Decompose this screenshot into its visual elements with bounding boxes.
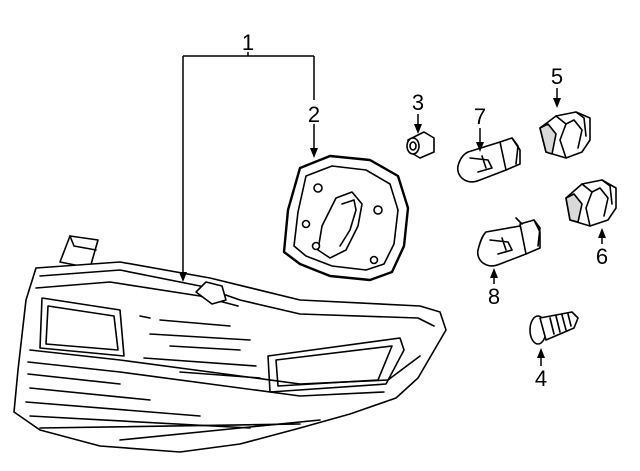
callout-3: 3 (412, 90, 424, 115)
leader-lines (179, 52, 606, 366)
screw (529, 311, 579, 345)
callout-6: 6 (596, 244, 608, 269)
callout-8: 8 (488, 284, 500, 309)
callout-4: 4 (535, 366, 547, 391)
tail-lamp-assembly (13, 235, 447, 453)
callout-2: 2 (308, 102, 320, 127)
bulb-upper (456, 137, 521, 183)
bulb-lower (476, 217, 541, 267)
callout-7: 7 (474, 104, 486, 129)
callout-5: 5 (551, 64, 563, 89)
socket-lower (565, 179, 617, 227)
lamp-gasket (282, 154, 410, 282)
callout-1: 1 (242, 30, 254, 55)
socket-upper (539, 111, 591, 159)
small-bulb (406, 131, 435, 159)
